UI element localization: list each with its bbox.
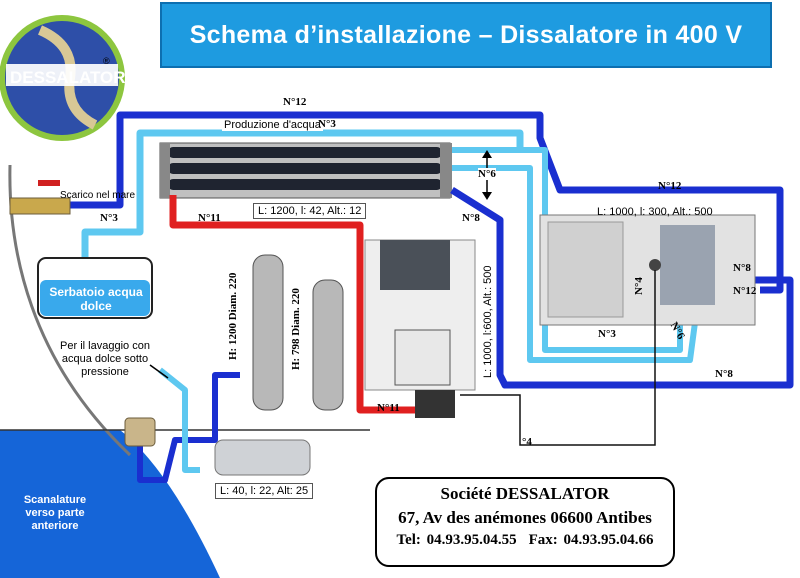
logo [0, 15, 125, 141]
pipe-label-n3-left: N°3 [100, 212, 118, 224]
contact-address: 67, Av des anémones 06600 Antibes [398, 508, 652, 527]
membrane-rack [159, 142, 452, 199]
pipe-label-n8-mid: N°8 [462, 212, 480, 224]
dim-filter2: H: 798 Diam. 220 [290, 288, 302, 370]
pipe-label-n8-bottom: N°8 [715, 368, 733, 380]
pipe-label-n12-right: N°12 [658, 180, 682, 192]
pipe-wash [158, 367, 200, 473]
contact-box: Société DESSALATOR 67, Av des anémones 0… [375, 477, 675, 567]
pipe-n8 [450, 187, 794, 389]
pump-unit [364, 239, 476, 418]
pipe-label-n11-left: N°11 [198, 212, 221, 224]
pipe-label-n8-right: N°8 [733, 262, 751, 274]
fresh-water-tank [37, 257, 153, 319]
contact-fax: Fax: 04.93.95.04.66 [528, 532, 654, 548]
dim-filter1: H: 1200 Diam. 220 [227, 272, 239, 360]
pipe-label-n12-small: N°12 [733, 285, 757, 297]
dim-pump-frame: L: 1000, l:600, Alt.: 500 [482, 265, 494, 378]
pipe-label-n4-bottom: °4 [522, 436, 532, 448]
drain-valve [9, 180, 71, 215]
pipe-n12-outer [70, 111, 784, 294]
label-produzione: Produzione d'acqua [222, 119, 323, 131]
strainer [124, 417, 156, 447]
dim-panel: L: 1000, l: 300, Alt.: 500 [597, 206, 713, 218]
booster-pump [214, 439, 311, 476]
dim-membranes: L: 1200, l: 42, Alt.: 12 [253, 203, 367, 219]
sea-area [0, 430, 220, 578]
label-lavaggio: Per il lavaggio con acqua dolce sotto pr… [60, 340, 150, 378]
pipe-n3-mid [452, 165, 703, 363]
title-banner: Schema d’installazione – Dissalatore in … [160, 2, 772, 68]
filters [252, 254, 344, 411]
logo-text: DESSALATOR [10, 68, 126, 87]
pipe-n6 [452, 147, 683, 353]
pipe-label-n11-bottom: N°11 [377, 402, 400, 414]
pipe-label-n3-top: N°3 [318, 118, 336, 130]
pipe-feed [137, 372, 240, 483]
dim-booster: L: 40, l: 22, Alt: 25 [215, 483, 314, 499]
contact-company: Société DESSALATOR [440, 484, 610, 503]
label-serbatoio: Serbatoio acqua dolce [49, 285, 143, 313]
pipe-n4 [460, 270, 656, 446]
label-scarico: Scarico nel mare [60, 190, 136, 201]
label-scanalature: Scanalature verso parte anteriore [23, 494, 87, 532]
pipe-n3-top [81, 129, 524, 260]
logo-registered: ® [103, 56, 110, 66]
control-panel [539, 214, 756, 326]
pipe-n11 [169, 195, 415, 414]
pipe-label-n6-top: N°6 [478, 168, 496, 180]
pipe-label-n3-bottom: N°3 [598, 328, 616, 340]
pipe-label-n12-top: N°12 [283, 96, 307, 108]
contact-tel: Tel: 04.93.95.04.55 [396, 532, 517, 548]
pipe-label-n4-right: N°4 [633, 277, 645, 295]
page-title: Schema d’installazione – Dissalatore in … [189, 20, 743, 49]
